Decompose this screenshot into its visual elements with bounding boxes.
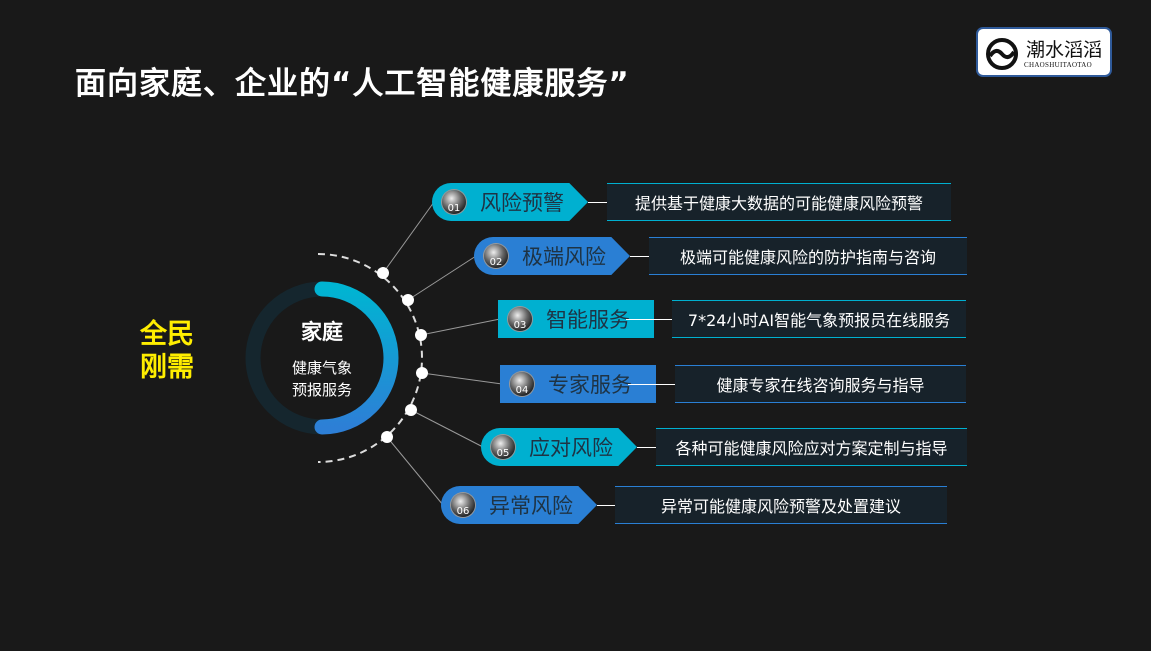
number-badge: 05 [491,435,515,459]
connector-dot [402,294,414,306]
item-description-6: 异常可能健康风险预警及处置建议 [615,486,947,524]
center-line-2: 预报服务 [291,381,352,399]
item-description-2: 极端可能健康风险的防护指南与咨询 [649,237,967,275]
connector-dot [415,329,427,341]
description-text: 7*24小时AI智能气象预报员在线服务 [687,311,951,330]
connector-tick [588,202,607,203]
item-label-text: 智能服务 [546,308,630,332]
connector-tick [637,447,656,448]
wave-logo-icon [986,38,1018,70]
item-label-2[interactable]: 02 极端风险 [474,237,630,275]
logo: 潮水滔滔 CHAOSHUITAOTAO [976,27,1112,77]
item-description-4: 健康专家在线咨询服务与指导 [675,365,966,403]
center-title: 家庭 [301,320,343,344]
description-text: 各种可能健康风险应对方案定制与指导 [675,439,948,458]
dashed-arc [317,253,423,463]
connector-dot [381,431,393,443]
number-badge: 06 [451,493,475,517]
number-badge: 02 [484,244,508,268]
number-badge: 04 [510,372,534,396]
description-text: 异常可能健康风险预警及处置建议 [660,497,901,516]
side-label: 全民刚需 [140,319,194,383]
description-text: 提供基于健康大数据的可能健康风险预警 [634,194,923,213]
connector-line [421,372,503,385]
description-text: 健康专家在线咨询服务与指导 [716,376,925,395]
connector-tick [626,319,672,320]
number-badge: 01 [442,190,466,214]
page-title: 面向家庭、企业的“人工智能健康服务” [75,66,630,102]
item-label-1[interactable]: 01 风险预警 [432,183,588,221]
item-label-text: 应对风险 [529,436,613,460]
connector-dot [416,367,428,379]
ring-progress [314,281,399,435]
connector-line [386,436,444,506]
connector-tick [597,505,615,506]
item-label-6[interactable]: 06 异常风险 [441,486,597,524]
connector-dot [377,267,389,279]
connector-line [407,255,477,301]
item-label-5[interactable]: 05 应对风险 [481,428,637,466]
item-label-text: 异常风险 [489,494,573,518]
item-label-text: 风险预警 [480,191,564,215]
item-description-1: 提供基于健康大数据的可能健康风险预警 [607,183,951,221]
number-badge: 03 [508,307,532,331]
connector-tick [628,384,675,385]
description-text: 极端可能健康风险的防护指南与咨询 [679,248,936,267]
connector-dot [405,404,417,416]
logo-subtext: CHAOSHUITAOTAO [1024,61,1093,69]
item-label-text: 专家服务 [548,373,632,397]
connector-line [410,409,484,448]
item-description-3: 7*24小时AI智能气象预报员在线服务 [672,300,966,338]
connector-line [420,318,501,336]
item-label-4[interactable]: 04 专家服务 [500,365,656,403]
center-line-1: 健康气象 [291,359,352,377]
connector-line [382,201,435,274]
connector-tick [630,256,649,257]
item-label-text: 极端风险 [522,245,606,269]
logo-text: 潮水滔滔 [1026,39,1103,61]
item-description-5: 各种可能健康风险应对方案定制与指导 [656,428,967,466]
